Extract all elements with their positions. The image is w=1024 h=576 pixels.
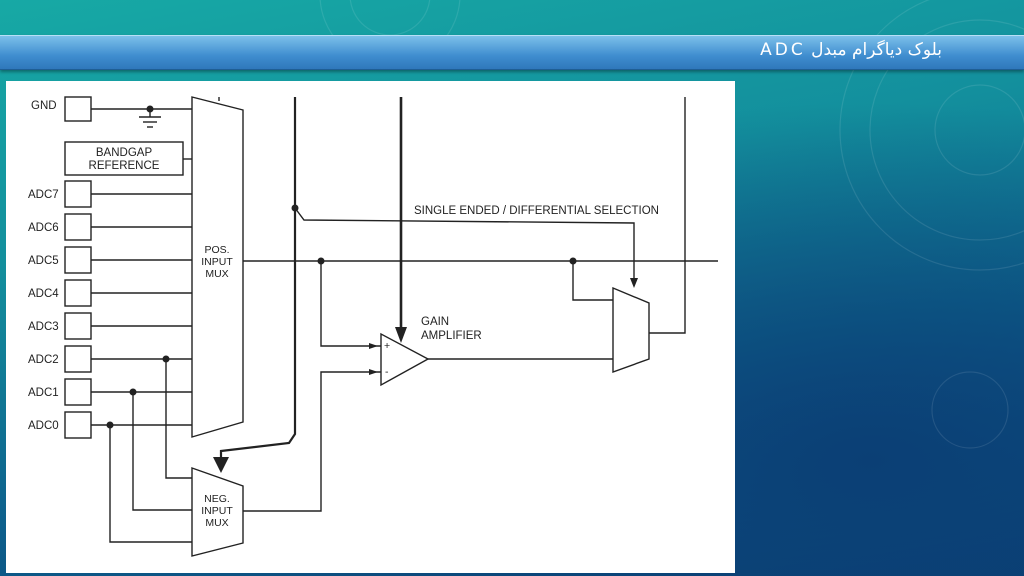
label-adc1: ADC1: [28, 387, 59, 399]
pos-mux-label-2: INPUT: [201, 256, 233, 268]
amp-plus-sign: +: [384, 340, 390, 352]
gain-amplifier: [380, 332, 430, 387]
bandgap-label-1: BANDGAP: [96, 147, 153, 159]
gain-label-2: AMPLIFIER: [421, 330, 482, 342]
label-adc3: ADC3: [28, 321, 59, 333]
neg-mux-label-3: MUX: [205, 517, 228, 529]
neg-mux-label-2: INPUT: [201, 505, 233, 517]
junction-dot: [106, 421, 114, 429]
label-adc4: ADC4: [28, 288, 59, 300]
junction-dot: [162, 355, 170, 363]
label-adc5: ADC5: [28, 255, 59, 267]
label-adc2: ADC2: [28, 354, 59, 366]
label-gnd: GND: [31, 100, 57, 112]
junction-dot: [317, 257, 325, 265]
adc-block-diagram: GND ADC7 ADC6 ADC5 ADC4 ADC3 ADC2 ADC1 A…: [28, 96, 718, 557]
input-box-adc6: [64, 213, 92, 241]
input-box-adc2: [64, 345, 92, 373]
title-bar: بلوک دیاگرام مبدل ADC: [0, 35, 1024, 70]
label-adc7: ADC7: [28, 189, 59, 201]
output-mux: [612, 286, 650, 373]
diagram-panel: GND ADC7 ADC6 ADC5 ADC4 ADC3 ADC2 ADC1 A…: [6, 81, 735, 573]
junction-dot: [129, 388, 137, 396]
slide-title: بلوک دیاگرام مبدل ADC: [760, 40, 942, 60]
input-box-gnd: [64, 96, 92, 122]
label-adc0: ADC0: [28, 420, 59, 432]
junction-dot: [569, 257, 577, 265]
input-box-adc4: [64, 279, 92, 307]
pos-input-mux: [191, 96, 244, 438]
junction-dot: [291, 204, 299, 212]
input-box-adc3: [64, 312, 92, 340]
bandgap-label-2: REFERENCE: [89, 160, 160, 172]
neg-mux-label-1: NEG.: [204, 493, 230, 505]
pos-mux-label-1: POS.: [204, 244, 229, 256]
input-box-adc0: [64, 411, 92, 439]
input-box-adc5: [64, 246, 92, 274]
input-box-adc7: [64, 180, 92, 208]
neg-input-mux: [191, 467, 244, 557]
junction-dot: [146, 105, 154, 113]
label-adc6: ADC6: [28, 222, 59, 234]
selection-label: SINGLE ENDED / DIFFERENTIAL SELECTION: [414, 205, 659, 217]
amp-minus-sign: -: [385, 366, 389, 378]
input-box-adc1: [64, 378, 92, 406]
pos-mux-label-3: MUX: [205, 268, 228, 280]
gain-label-1: GAIN: [421, 316, 449, 328]
